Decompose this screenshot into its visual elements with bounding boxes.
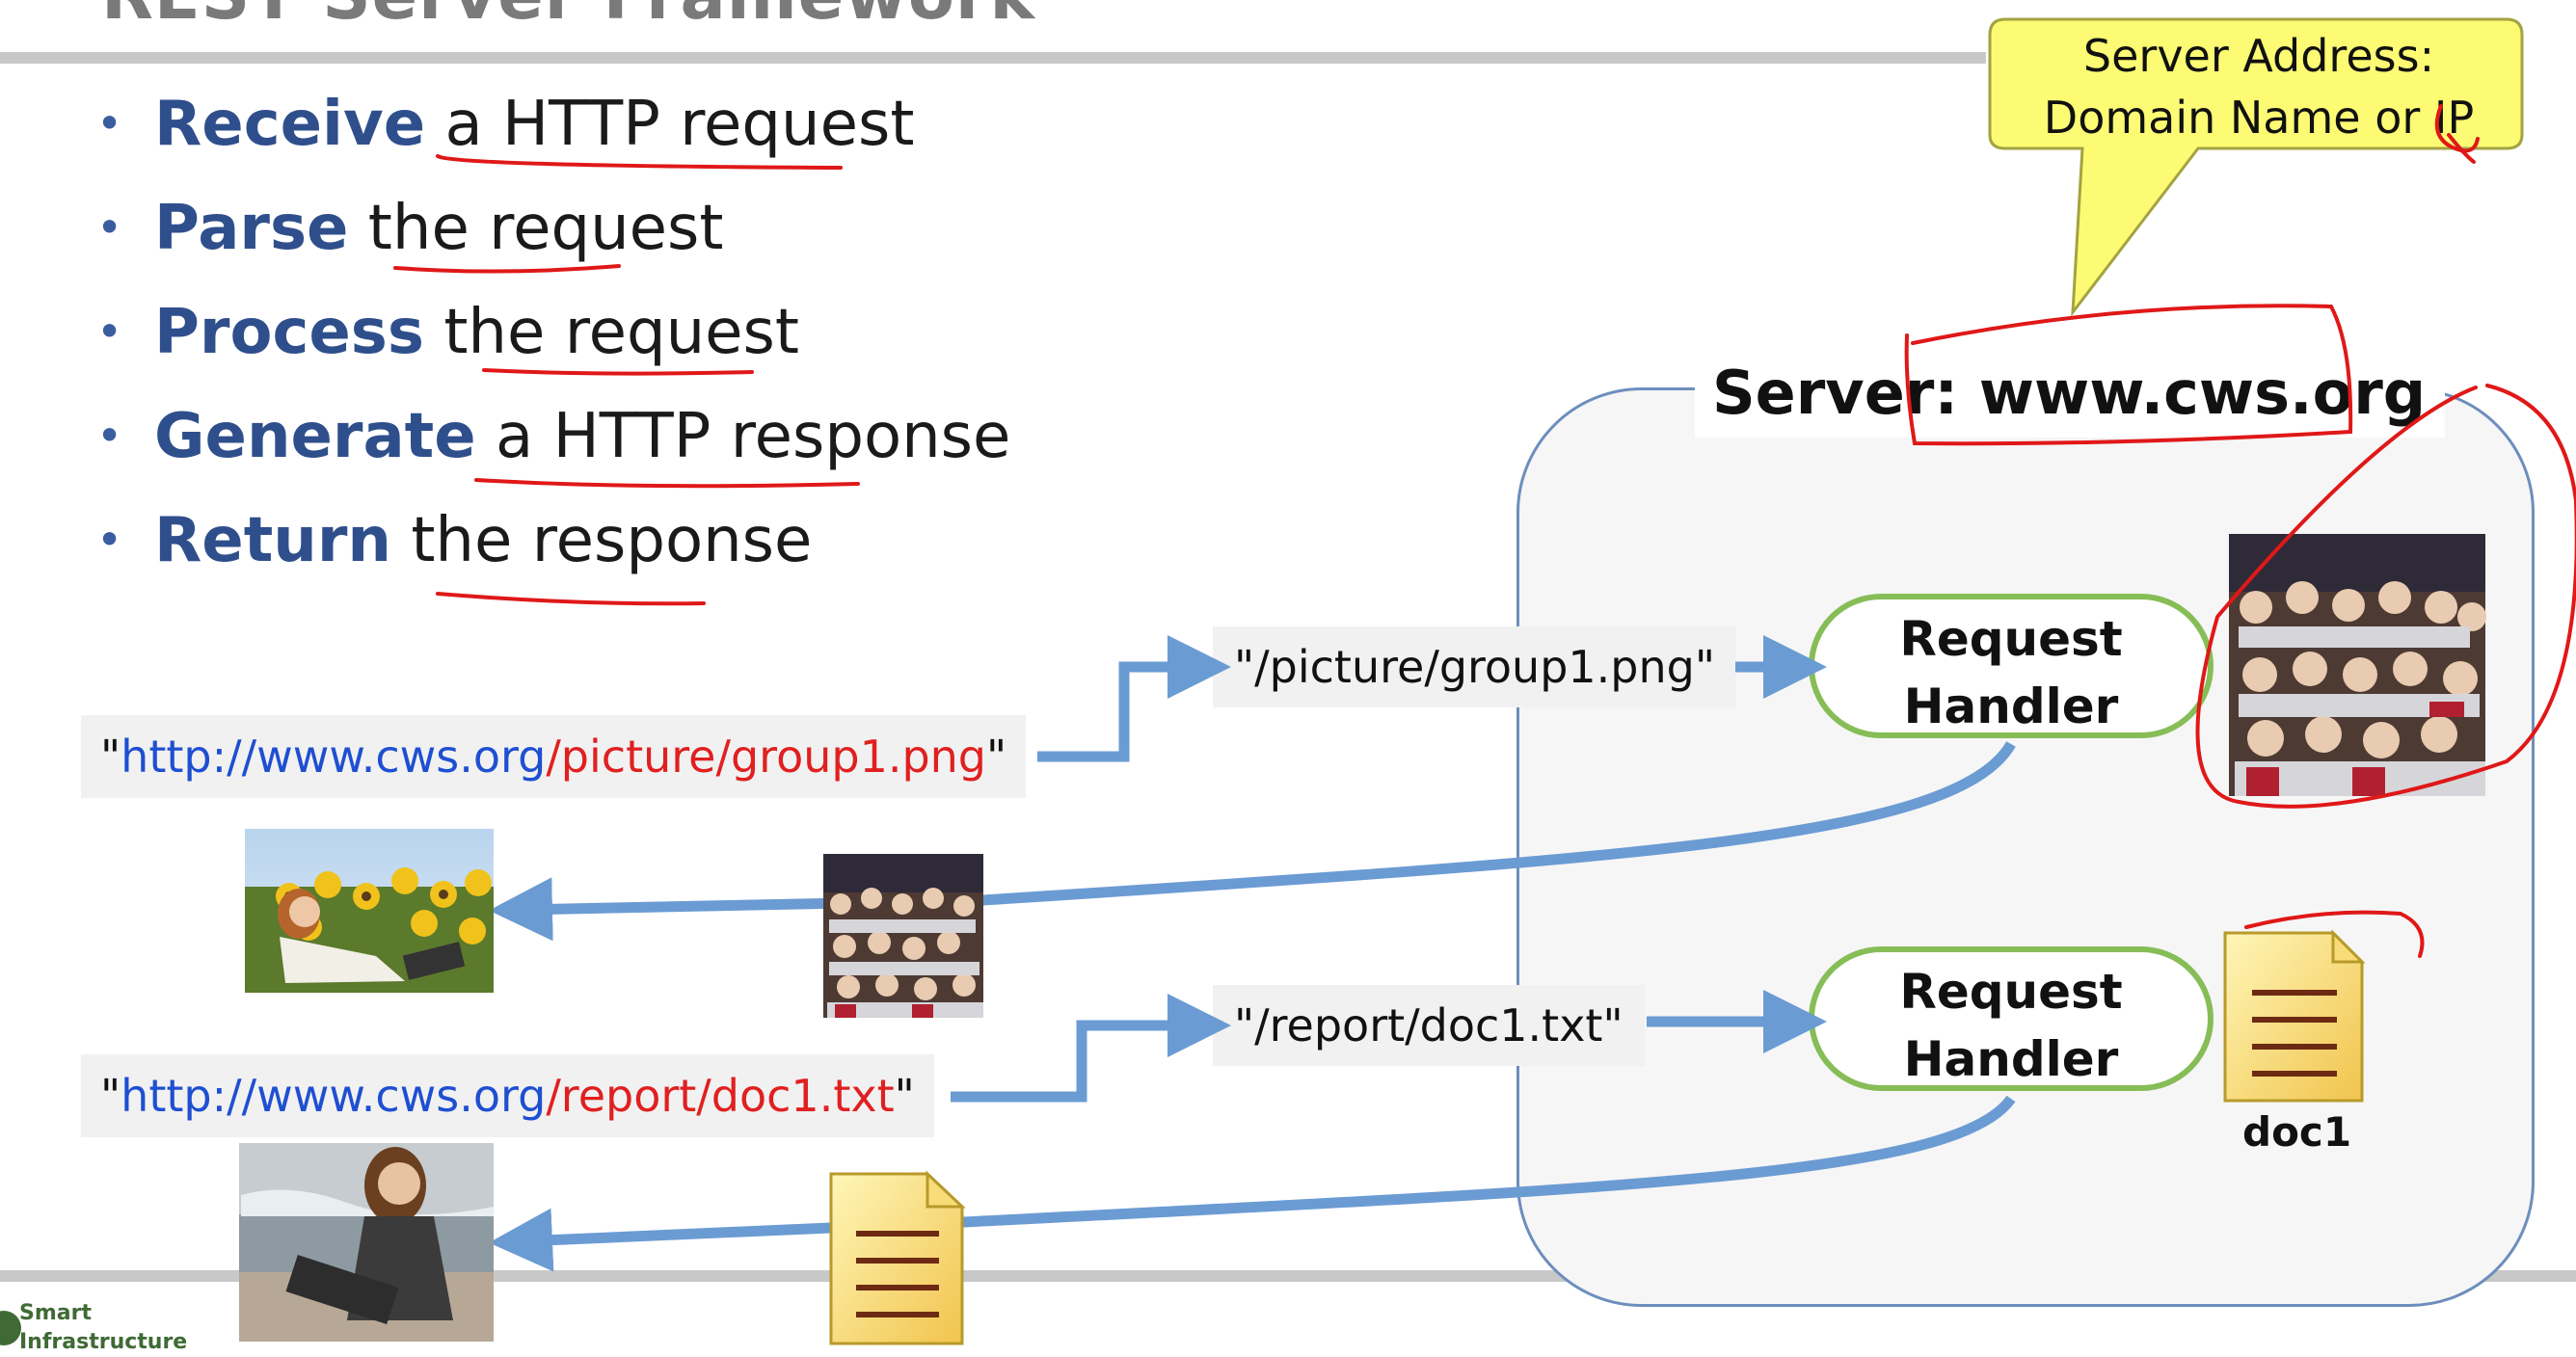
- bullet-parse: •Parse the request: [96, 193, 724, 264]
- footer-logo: Smart Infrastructure: [19, 1301, 188, 1354]
- bullet-process: •Process the request: [96, 297, 799, 368]
- callout-line-1: Server Address:: [2082, 30, 2435, 82]
- bullet-return: •Return the response: [96, 505, 813, 576]
- group-photo-small-icon: [823, 854, 983, 1018]
- bullet-list: •Receive a HTTP request •Parse the reque…: [96, 85, 1010, 605]
- hand-annotations: [393, 104, 2576, 958]
- woman-sunflower-photo-icon: [245, 829, 494, 993]
- callout-line-2: Domain Name or IP: [2043, 92, 2475, 144]
- bullet-receive: •Receive a HTTP request: [96, 89, 915, 160]
- document-small-icon: [829, 1170, 966, 1345]
- document-label: doc1: [2242, 1108, 2352, 1156]
- callout-text: Server Address: Domain Name or IP: [1996, 25, 2522, 148]
- arrow-response-1: [489, 741, 2016, 942]
- document-icon: [2223, 929, 2366, 1103]
- logo-icon: [0, 1311, 21, 1345]
- arrow-request-1: [1037, 635, 1231, 762]
- woman-laptop-photo-icon: [239, 1143, 494, 1342]
- slide-title: REST Server Framework: [101, 0, 1035, 35]
- bullet-generate: •Generate a HTTP response: [96, 401, 1011, 472]
- request-url-2: "http://www.cws.org/report/doc1.txt": [81, 1054, 934, 1137]
- group-photo-icon: [2229, 534, 2486, 796]
- server-label: Server: www.cws.org: [1695, 349, 2446, 438]
- arrow-request-2: [951, 994, 1231, 1103]
- arrow-response-2: [489, 1095, 2016, 1272]
- path-label-1: "/picture/group1.png": [1213, 626, 1737, 707]
- top-divider: [0, 52, 1986, 64]
- path-label-2: "/report/doc1.txt": [1213, 985, 1645, 1066]
- request-url-1: "http://www.cws.org/picture/group1.png": [81, 715, 1027, 798]
